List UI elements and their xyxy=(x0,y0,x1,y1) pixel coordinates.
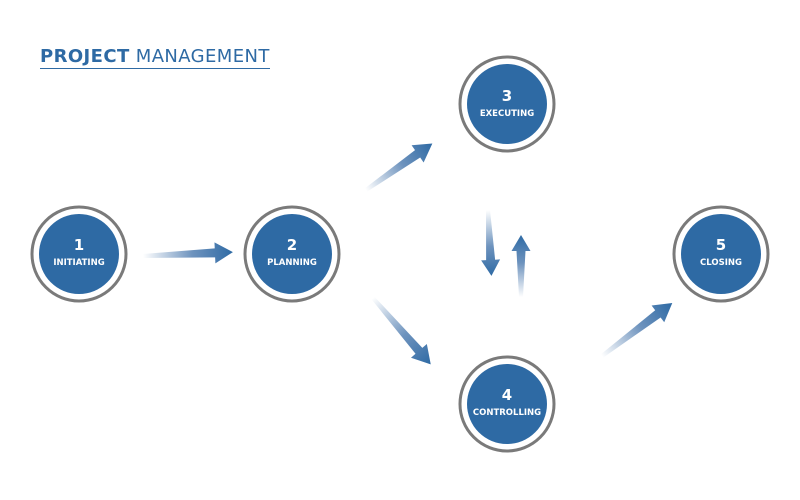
arrow-controlling-to-executing xyxy=(511,235,531,297)
node-controlling-number: 4 xyxy=(502,386,512,404)
page-title-regular: MANAGEMENT xyxy=(135,46,270,67)
node-initiating: 1 INITIATING xyxy=(30,205,128,303)
node-executing-label: EXECUTING xyxy=(480,109,534,119)
node-planning-number: 2 xyxy=(287,236,297,254)
page-title: PROJECT MANAGEMENT xyxy=(40,47,270,69)
node-planning-label: PLANNING xyxy=(267,258,317,268)
arrow-planning-to-controlling xyxy=(371,296,431,365)
node-planning-fill xyxy=(252,214,332,294)
node-executing-fill xyxy=(467,64,547,144)
node-executing-number: 3 xyxy=(502,87,512,105)
node-controlling-label: CONTROLLING xyxy=(473,408,541,418)
node-executing: 3 EXECUTING xyxy=(458,55,556,153)
node-closing-label: CLOSING xyxy=(700,258,742,268)
arrow-executing-to-controlling xyxy=(481,209,501,276)
arrow-planning-to-executing xyxy=(364,143,433,192)
node-closing: 5 CLOSING xyxy=(672,205,770,303)
node-closing-fill xyxy=(681,214,761,294)
node-initiating-label: INITIATING xyxy=(53,258,104,268)
node-initiating-fill xyxy=(39,214,119,294)
node-controlling-fill xyxy=(467,364,547,444)
node-initiating-number: 1 xyxy=(74,236,84,254)
node-controlling: 4 CONTROLLING xyxy=(458,355,556,453)
page-title-bold: PROJECT xyxy=(40,46,130,67)
arrow-controlling-to-closing xyxy=(600,303,673,358)
arrow-initiating-to-planning xyxy=(142,242,233,264)
node-closing-number: 5 xyxy=(716,236,726,254)
node-planning: 2 PLANNING xyxy=(243,205,341,303)
